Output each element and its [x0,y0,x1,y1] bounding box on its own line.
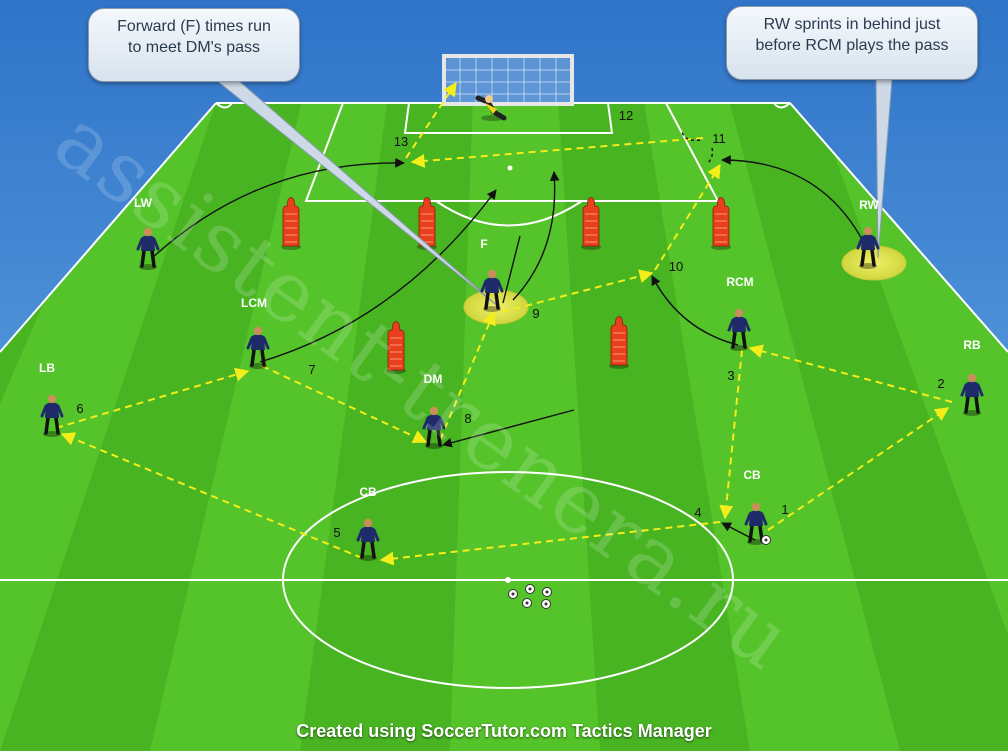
mannequin-icon [386,321,406,374]
mannequin-icon [581,197,601,250]
player-label-lb: LB [39,361,55,375]
run-rw-curl [681,131,701,142]
player-label-lw: LW [134,196,153,210]
forward-callout-line-1: Forward (F) times run [117,18,271,35]
pass-6 [55,367,250,429]
pass-number-3: 3 [727,368,734,383]
player-runs [151,131,865,541]
pass-number-13: 13 [394,134,408,149]
forward-callout-line-2: to meet DM's pass [128,39,260,56]
pass-number-2: 2 [937,376,944,391]
mannequin-icon [711,197,731,250]
pass-4 [379,521,721,566]
mannequin-icon [609,316,629,369]
player-f [480,269,504,312]
pass-11 [410,137,704,168]
pass-number-9: 9 [532,306,539,321]
pass-7 [261,365,428,444]
mannequin-icon [281,197,301,250]
player-dm [422,406,446,449]
player-lw [136,227,160,270]
player-rb [960,373,984,416]
pass-number-1: 1 [781,502,788,517]
run-lw [151,157,405,259]
ball-at-cb [761,535,771,545]
player-cb-left [356,518,380,561]
pass-3 [719,349,743,520]
player-rw [856,226,880,269]
run-11-curl [707,147,714,164]
pass-number-4: 4 [694,505,701,520]
pass-number-10: 10 [669,259,683,274]
rw-callout-line-2: before RCM plays the pass [755,37,949,54]
run-rcm [651,275,739,346]
run-dm [442,409,575,448]
player-cb-right [744,502,768,545]
player-label-f: F [480,237,487,251]
rw-callout: RW sprints in behind just before RCM pla… [726,6,978,80]
pass-number-5: 5 [333,525,340,540]
pass-1 [767,407,950,531]
run-lcm [259,189,497,363]
pass-number-7: 7 [308,362,315,377]
pass-number-11: 11 [712,131,726,146]
rw-callout-line-1: RW sprints in behind just [763,16,941,33]
player-label-cb-left: CB [359,485,377,499]
player-label-cb-right: CB [743,468,761,482]
ball-pile [508,584,552,609]
pass-9 [501,269,654,313]
pass-number-8: 8 [464,411,471,426]
pass-number-12: 12 [619,108,633,123]
goalkeeper [475,95,507,121]
forward-callout: Forward (F) times run to meet DM's pass [88,8,300,82]
player-lcm [246,326,270,369]
goal [442,54,574,106]
player-lb [40,394,64,437]
pass-2 [748,344,953,403]
pass-5 [60,432,363,559]
pass-lines [55,81,953,566]
player-label-lcm: LCM [241,296,267,310]
run-f-2 [512,171,560,301]
player-label-rw: RW [859,198,879,212]
players: LW LCM LB DM F RCM RW RB CB CB [39,196,984,561]
run-rw [721,155,865,244]
player-label-rcm: RCM [726,275,753,289]
player-rcm [727,308,751,351]
player-label-rb: RB [963,338,981,352]
footer-credit: Created using SoccerTutor.com Tactics Ma… [296,721,712,741]
pass-number-6: 6 [76,401,83,416]
run-f-1 [502,235,521,304]
pass-10 [654,163,721,271]
pass-12 [405,81,457,159]
player-label-dm: DM [424,372,443,386]
